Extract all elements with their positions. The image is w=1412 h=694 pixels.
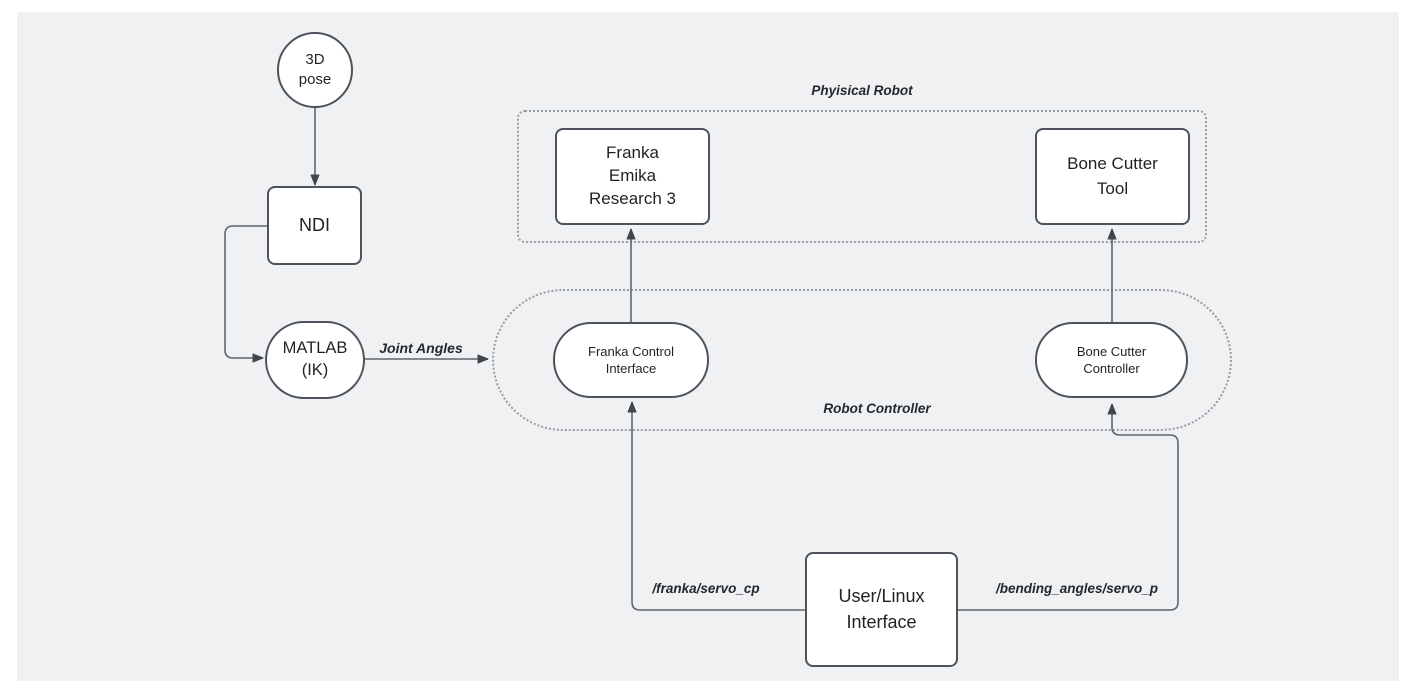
node-bone-cutter-tool: Bone Cutter Tool xyxy=(1035,128,1190,225)
node-3d-pose-label: 3D xyxy=(305,51,325,69)
node-matlab-label: (IK) xyxy=(301,361,329,379)
robot-controller-container xyxy=(492,289,1232,431)
node-bone-cutter-controller: Bone Cutter Controller xyxy=(1035,322,1188,398)
node-ndi: NDI xyxy=(267,186,362,265)
physical-robot-container-label: Phyisical Robot xyxy=(811,83,913,98)
node-fci-label: Franka Control xyxy=(588,343,674,359)
node-3d-pose: 3D pose xyxy=(277,32,353,108)
node-bcc-label: Bone Cutter xyxy=(1076,343,1147,359)
node-3d-pose-label: pose xyxy=(298,71,332,88)
node-franka-emika-research3: Franka Emika Research 3 xyxy=(555,128,710,225)
node-franka-label: Franka xyxy=(606,143,659,163)
node-user-label: User/Linux xyxy=(838,586,925,607)
node-franka-control-interface: Franka Control Interface xyxy=(553,322,709,398)
node-user-label: Interface xyxy=(846,611,917,632)
node-franka-label: Research 3 xyxy=(589,188,676,208)
edge-label-franka-servo-cp: /franka/servo_cp xyxy=(652,581,760,596)
node-ndi-label: NDI xyxy=(299,214,330,235)
physical-robot-container xyxy=(517,110,1207,243)
edge-label-joint-angles: Joint Angles xyxy=(379,340,463,356)
node-bcc-label: Controller xyxy=(1083,361,1140,376)
robot-controller-container-label: Robot Controller xyxy=(823,401,931,416)
node-franka-label: Emika xyxy=(608,166,657,186)
node-bone-cutter-tool-label: Bone Cutter xyxy=(1067,153,1158,173)
node-matlab-ik: MATLAB (IK) xyxy=(265,321,365,399)
node-matlab-label: MATLAB xyxy=(282,339,348,358)
node-user-linux-interface: User/Linux Interface xyxy=(805,552,958,667)
node-bone-cutter-tool-label: Tool xyxy=(1096,178,1129,198)
edge-label-bending-angles-servo-p: /bending_angles/servo_p xyxy=(995,581,1159,596)
node-fci-label: Interface xyxy=(605,361,657,376)
